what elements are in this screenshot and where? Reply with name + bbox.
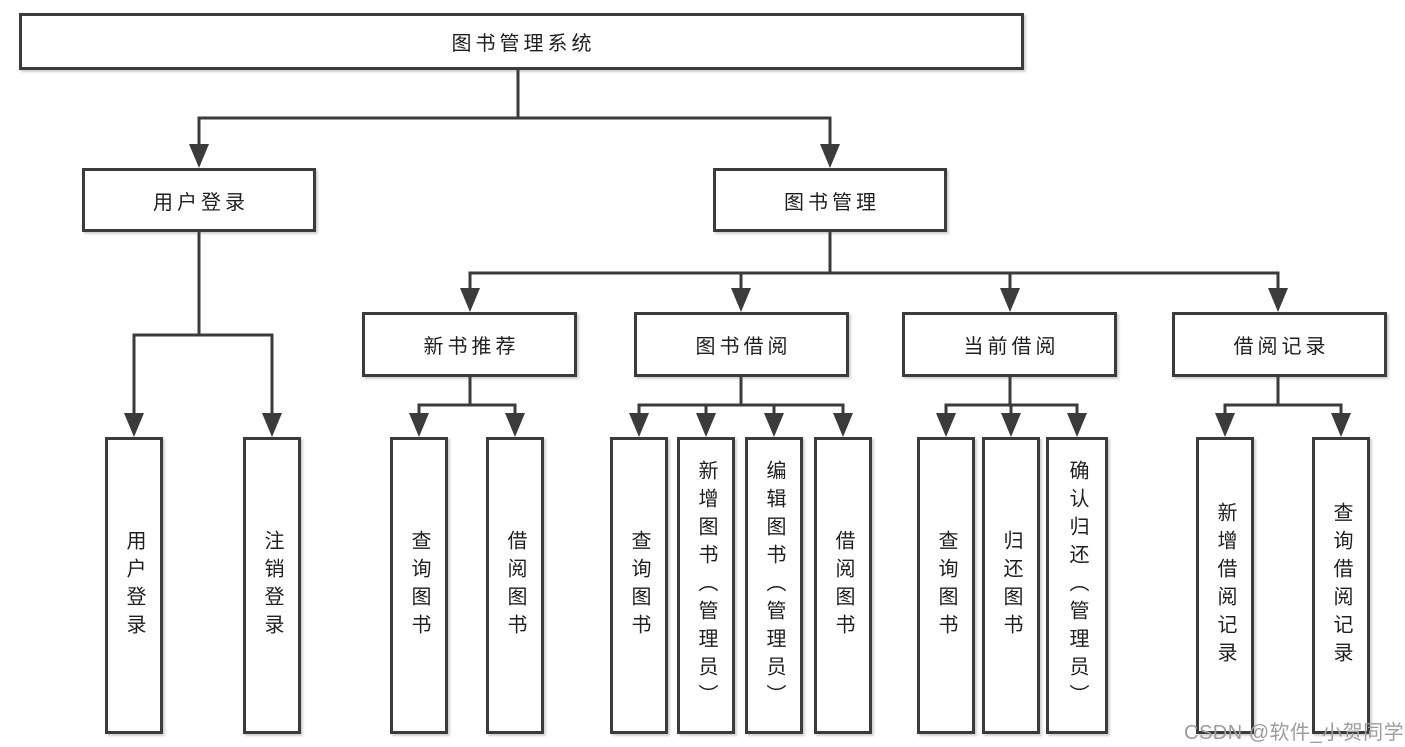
node-label: 用户登录 <box>123 529 145 642</box>
node-label: 编辑图书（管理员） <box>763 459 785 712</box>
node-book-management: 图书管理 <box>713 168 947 232</box>
node-borrow-records: 借阅记录 <box>1172 312 1387 377</box>
node-borrow-books: 借阅图书 <box>814 437 872 734</box>
node-root: 图书管理系统 <box>19 13 1024 70</box>
node-user-login-branch: 用户登录 <box>82 168 316 232</box>
node-label: 借阅图书 <box>832 529 854 642</box>
node-add-borrow-record: 新增借阅记录 <box>1196 437 1254 734</box>
node-label: 注销登录 <box>261 529 283 642</box>
node-logout: 注销登录 <box>243 437 301 734</box>
node-add-books-admin: 新增图书（管理员） <box>677 437 735 734</box>
node-label: 新增借阅记录 <box>1214 501 1236 670</box>
node-label: 查询图书 <box>935 529 957 642</box>
node-user-login: 用户登录 <box>105 437 163 734</box>
node-label: 查询借阅记录 <box>1330 501 1352 670</box>
node-query-books-recommend: 查询图书 <box>390 437 448 734</box>
node-label: 新增图书（管理员） <box>695 459 717 712</box>
node-current-borrow: 当前借阅 <box>902 312 1117 377</box>
node-label: 查询图书 <box>628 529 650 642</box>
node-query-books-current: 查询图书 <box>917 437 975 734</box>
node-label: 查询图书 <box>408 529 430 642</box>
node-label: 确认归还（管理员） <box>1066 459 1088 712</box>
node-book-borrow: 图书借阅 <box>634 312 849 377</box>
node-new-book-recommend: 新书推荐 <box>362 312 577 377</box>
node-query-borrow-record: 查询借阅记录 <box>1312 437 1370 734</box>
node-query-books-borrow: 查询图书 <box>610 437 668 734</box>
node-borrow-books-recommend: 借阅图书 <box>486 437 544 734</box>
node-confirm-return-admin: 确认归还（管理员） <box>1046 437 1108 734</box>
node-label: 归还图书 <box>1000 529 1022 642</box>
node-return-books: 归还图书 <box>982 437 1040 734</box>
node-edit-books-admin: 编辑图书（管理员） <box>745 437 803 734</box>
watermark: CSDN @软件_小贺同学 <box>1184 722 1405 744</box>
node-label: 借阅图书 <box>504 529 526 642</box>
